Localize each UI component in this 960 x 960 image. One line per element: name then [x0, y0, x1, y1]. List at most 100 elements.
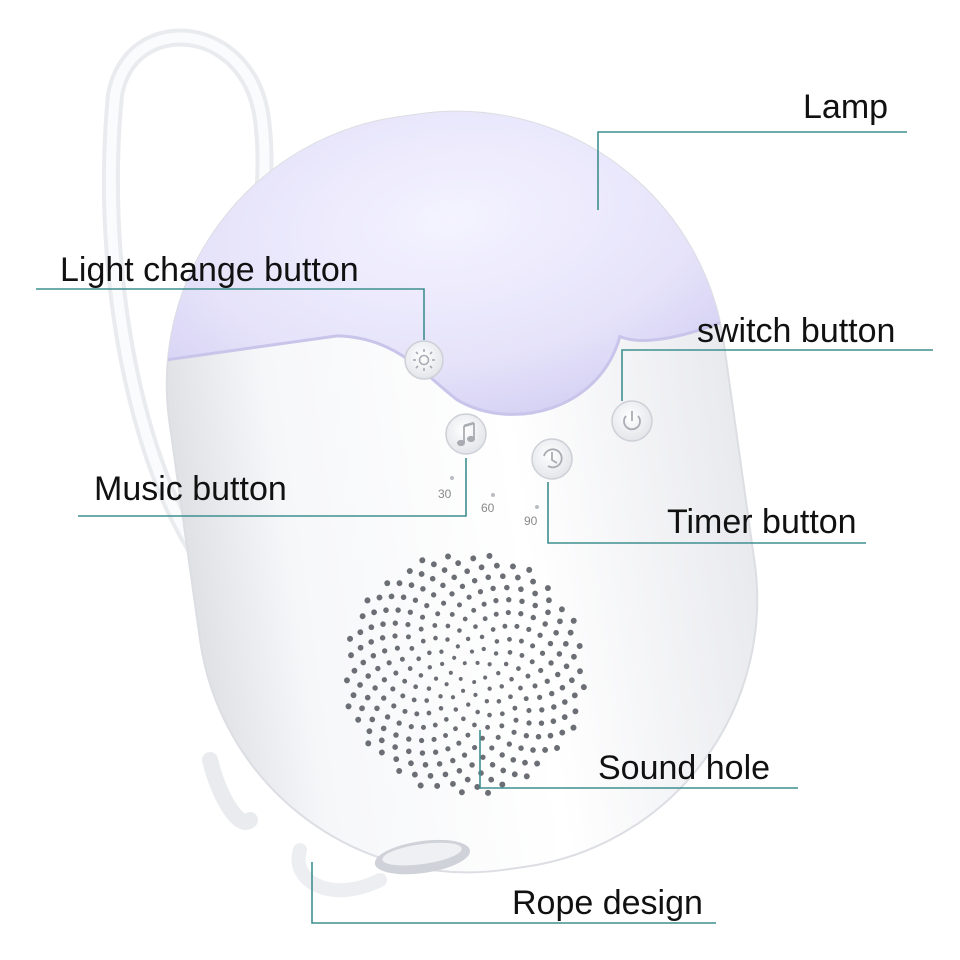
sound-hole: [516, 666, 521, 671]
sound-hole: [479, 735, 485, 741]
sound-hole: [432, 722, 438, 728]
music-button[interactable]: [445, 413, 487, 455]
sound-hole: [424, 698, 430, 703]
sound-hole: [445, 746, 451, 752]
sound-hole: [424, 602, 430, 609]
sound-hole: [365, 740, 372, 747]
sound-hole: [418, 737, 425, 744]
sound-hole: [430, 561, 437, 568]
sound-hole: [496, 670, 501, 676]
sun-icon: [413, 349, 435, 371]
sound-hole: [544, 585, 551, 592]
sound-hole: [364, 597, 371, 604]
sound-hole: [493, 598, 499, 604]
sound-hole: [499, 723, 505, 729]
sound-hole: [479, 634, 485, 640]
sound-hole: [393, 756, 400, 763]
sound-hole: [525, 673, 531, 679]
sound-hole: [466, 702, 471, 707]
sound-hole: [514, 623, 520, 629]
sound-hole: [558, 606, 565, 613]
sound-hole: [426, 686, 432, 691]
timer-indicators: 30 60 90: [438, 476, 539, 528]
sound-hole: [417, 782, 424, 789]
sound-hole: [376, 594, 383, 601]
sound-hole: [386, 660, 392, 666]
sound-hole: [427, 772, 434, 779]
device-body: [131, 76, 759, 875]
sound-hole: [495, 734, 501, 740]
music-note-icon: [457, 421, 475, 447]
sound-hole: [568, 677, 575, 684]
sound-hole: [518, 586, 524, 593]
sound-hole: [537, 632, 543, 638]
sound-hole: [529, 659, 535, 665]
sound-hole: [482, 616, 488, 622]
sound-hole: [450, 780, 456, 787]
sound-hole: [413, 684, 419, 690]
sound-hole: [570, 724, 577, 731]
sound-hole: [542, 747, 549, 753]
sound-hole: [442, 771, 449, 778]
sound-hole: [357, 682, 363, 688]
sound-hole: [519, 598, 525, 605]
sound-hole: [438, 694, 443, 699]
sound-hole: [407, 666, 413, 671]
timer-button[interactable]: [531, 438, 573, 480]
sound-hole: [509, 563, 516, 570]
sound-hole: [384, 580, 391, 587]
sound-hole: [473, 692, 478, 698]
sound-hole: [458, 789, 465, 796]
sound-hole: [499, 781, 506, 788]
sound-hole: [544, 678, 550, 684]
sound-hole: [456, 767, 463, 774]
sound-hole: [408, 724, 414, 730]
sound-hole: [392, 620, 398, 626]
sound-hole: [419, 557, 426, 564]
rope-design-label: Rope design: [512, 884, 703, 922]
sound-hole: [381, 695, 387, 701]
timer-icon: [543, 448, 563, 469]
sound-hole: [489, 745, 495, 751]
sound-hole: [464, 776, 471, 783]
sound-hole: [396, 580, 403, 587]
sound-hole: [466, 594, 472, 600]
sound-hole: [539, 707, 545, 713]
sound-hole: [546, 597, 552, 604]
sound-hole: [548, 660, 554, 666]
sound-hole: [556, 651, 563, 657]
sound-hole: [378, 749, 385, 756]
sound-hole: [426, 710, 432, 716]
sound-hole: [496, 699, 502, 704]
sound-hole-label: Sound hole: [598, 749, 771, 787]
sound-hole: [451, 574, 457, 581]
sound-hole: [462, 661, 467, 666]
sound-hole: [371, 609, 377, 616]
sound-hole: [532, 683, 538, 689]
sound-hole: [456, 740, 462, 746]
sound-hole: [561, 714, 568, 720]
sound-hole: [462, 616, 468, 622]
sound-hole: [382, 648, 388, 654]
sound-hole: [360, 659, 367, 666]
sound-hole: [443, 732, 449, 738]
sound-hole: [453, 707, 459, 712]
sound-hole: [443, 717, 449, 722]
sound-hole: [493, 651, 499, 656]
sound-hole: [445, 553, 452, 560]
sound-hole: [431, 736, 437, 742]
sound-hole: [452, 655, 457, 660]
sound-hole: [472, 680, 477, 685]
sound-hole: [489, 762, 496, 768]
sound-hole: [576, 643, 583, 649]
sound-hole: [422, 762, 429, 768]
sound-hole: [471, 577, 478, 584]
switch-button[interactable]: [611, 400, 653, 442]
sound-hole: [571, 653, 577, 660]
timer-mark-90: 90: [524, 514, 538, 528]
light-change-button[interactable]: [404, 340, 444, 380]
sound-hole: [381, 677, 388, 683]
sound-hole: [561, 699, 568, 705]
sound-hole: [507, 636, 512, 642]
sound-hole: [391, 703, 397, 709]
